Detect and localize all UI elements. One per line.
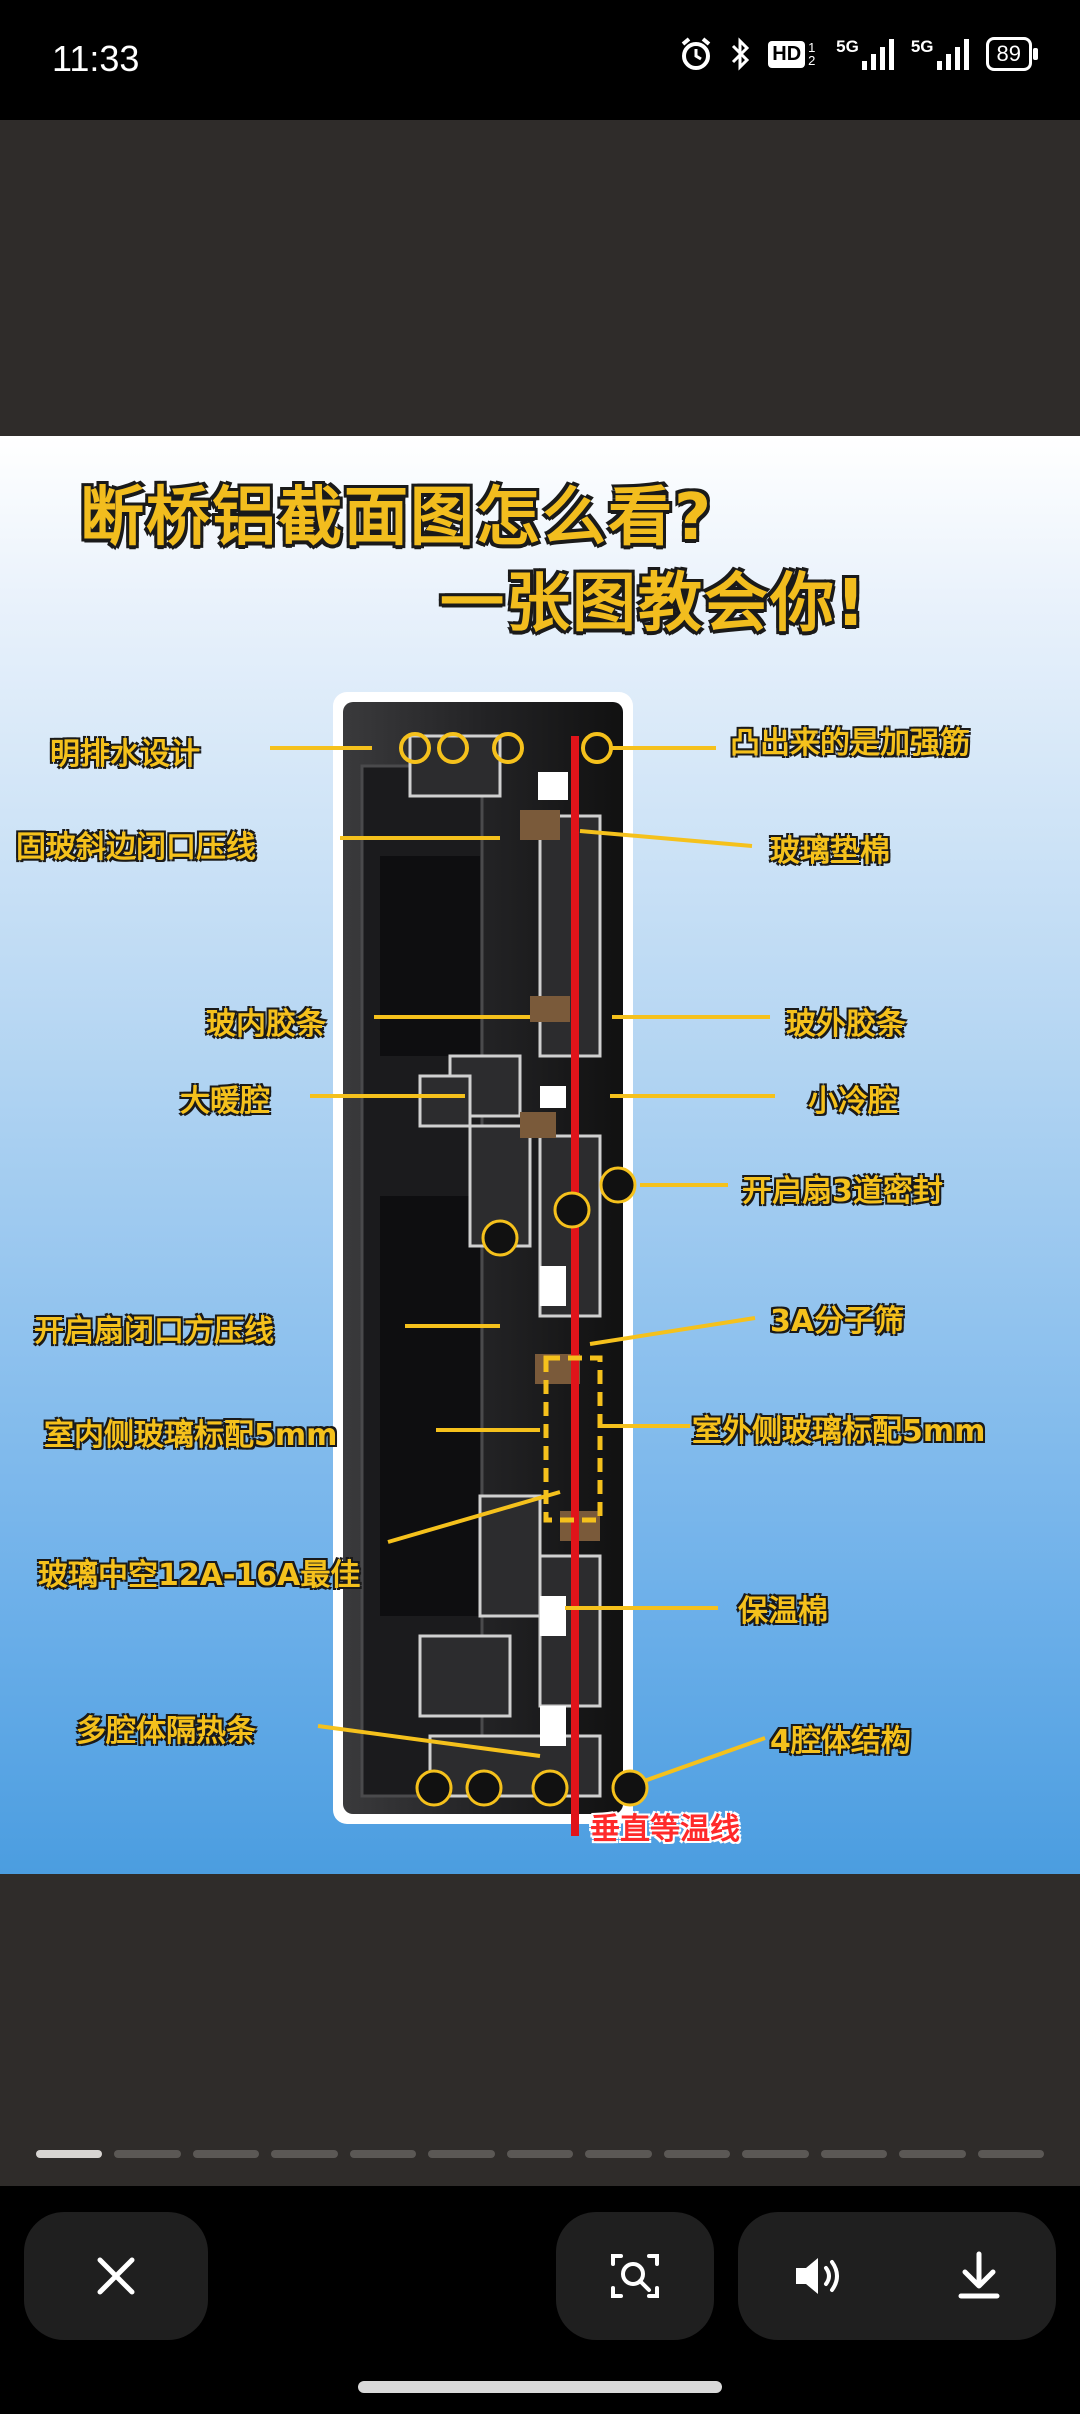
progress-segment	[899, 2150, 966, 2158]
status-bar: 11:33 HD 1 2 5G 5G 89	[0, 0, 1080, 120]
title-line-1: 断桥铝截面图怎么看?	[80, 481, 714, 555]
label-molecular-sieve: 3A分子筛	[770, 1304, 905, 1339]
download-button[interactable]	[955, 2250, 1003, 2302]
bluetooth-icon	[730, 36, 752, 72]
viewer-image[interactable]: 断桥铝截面图怎么看? 一张图教会你! 明排水设计 固玻斜边闭口压线 玻内胶条 大…	[0, 436, 1080, 1874]
label-fixed-glass-bead: 固玻斜边闭口压线	[16, 830, 256, 865]
progress-segment	[36, 2150, 103, 2158]
label-thermal-strip: 多腔体隔热条	[76, 1714, 256, 1749]
progress-segment	[428, 2150, 495, 2158]
media-actions-group	[738, 2212, 1056, 2340]
progress-segment	[977, 2150, 1045, 2158]
signal-5g-icon-1: 5G	[836, 37, 895, 71]
progress-segment	[271, 2150, 338, 2158]
close-button[interactable]	[24, 2212, 208, 2340]
volume-button[interactable]	[792, 2252, 848, 2300]
profile-cross-section-illustration	[270, 692, 775, 1836]
progress-segment	[663, 2150, 731, 2158]
label-warm-chamber: 大暖腔	[180, 1084, 270, 1119]
progress-segment	[820, 2150, 888, 2158]
label-outer-gasket: 玻外胶条	[786, 1007, 906, 1042]
media-progress-indicator	[36, 2150, 1045, 2158]
alarm-icon	[678, 36, 714, 72]
label-hollow-glass: 玻璃中空12A-16A最佳	[38, 1558, 361, 1593]
label-insulation-cotton: 保温棉	[738, 1594, 828, 1629]
volume-icon	[795, 2258, 839, 2294]
label-sash-bead: 开启扇闭口方压线	[34, 1314, 274, 1349]
label-outer-glass: 室外侧玻璃标配5mm	[692, 1414, 986, 1449]
progress-segment	[114, 2150, 181, 2158]
battery-icon: 89	[985, 37, 1039, 71]
label-cold-chamber: 小冷腔	[808, 1084, 898, 1119]
hd-icon: HD 1 2	[768, 40, 820, 68]
status-time: 11:33	[52, 38, 140, 79]
label-three-seals: 开启扇3道密封	[742, 1174, 943, 1209]
label-inner-glass: 室内侧玻璃标配5mm	[44, 1418, 338, 1453]
title-line-2: 一张图教会你!	[440, 567, 868, 641]
label-inner-gasket: 玻内胶条	[206, 1007, 326, 1042]
home-indicator[interactable]	[358, 2381, 722, 2393]
image-search-button[interactable]	[556, 2212, 714, 2340]
close-icon	[97, 2257, 135, 2295]
label-drainage: 明排水设计	[50, 737, 200, 772]
label-reinforcement: 凸出来的是加强筋	[730, 726, 970, 761]
progress-segment	[506, 2150, 574, 2158]
signal-5g-icon-2: 5G	[911, 37, 970, 71]
progress-segment	[349, 2150, 417, 2158]
progress-segment	[742, 2150, 809, 2158]
progress-segment	[585, 2150, 652, 2158]
label-glass-pad: 玻璃垫棉	[770, 834, 890, 869]
image-search-icon	[611, 2254, 659, 2298]
status-icons: HD 1 2 5G 5G 89	[678, 36, 1039, 72]
label-isotherm: 垂直等温线	[590, 1812, 740, 1847]
progress-segment	[192, 2150, 260, 2158]
label-four-chambers: 4腔体结构	[770, 1724, 911, 1759]
download-icon	[958, 2251, 999, 2299]
